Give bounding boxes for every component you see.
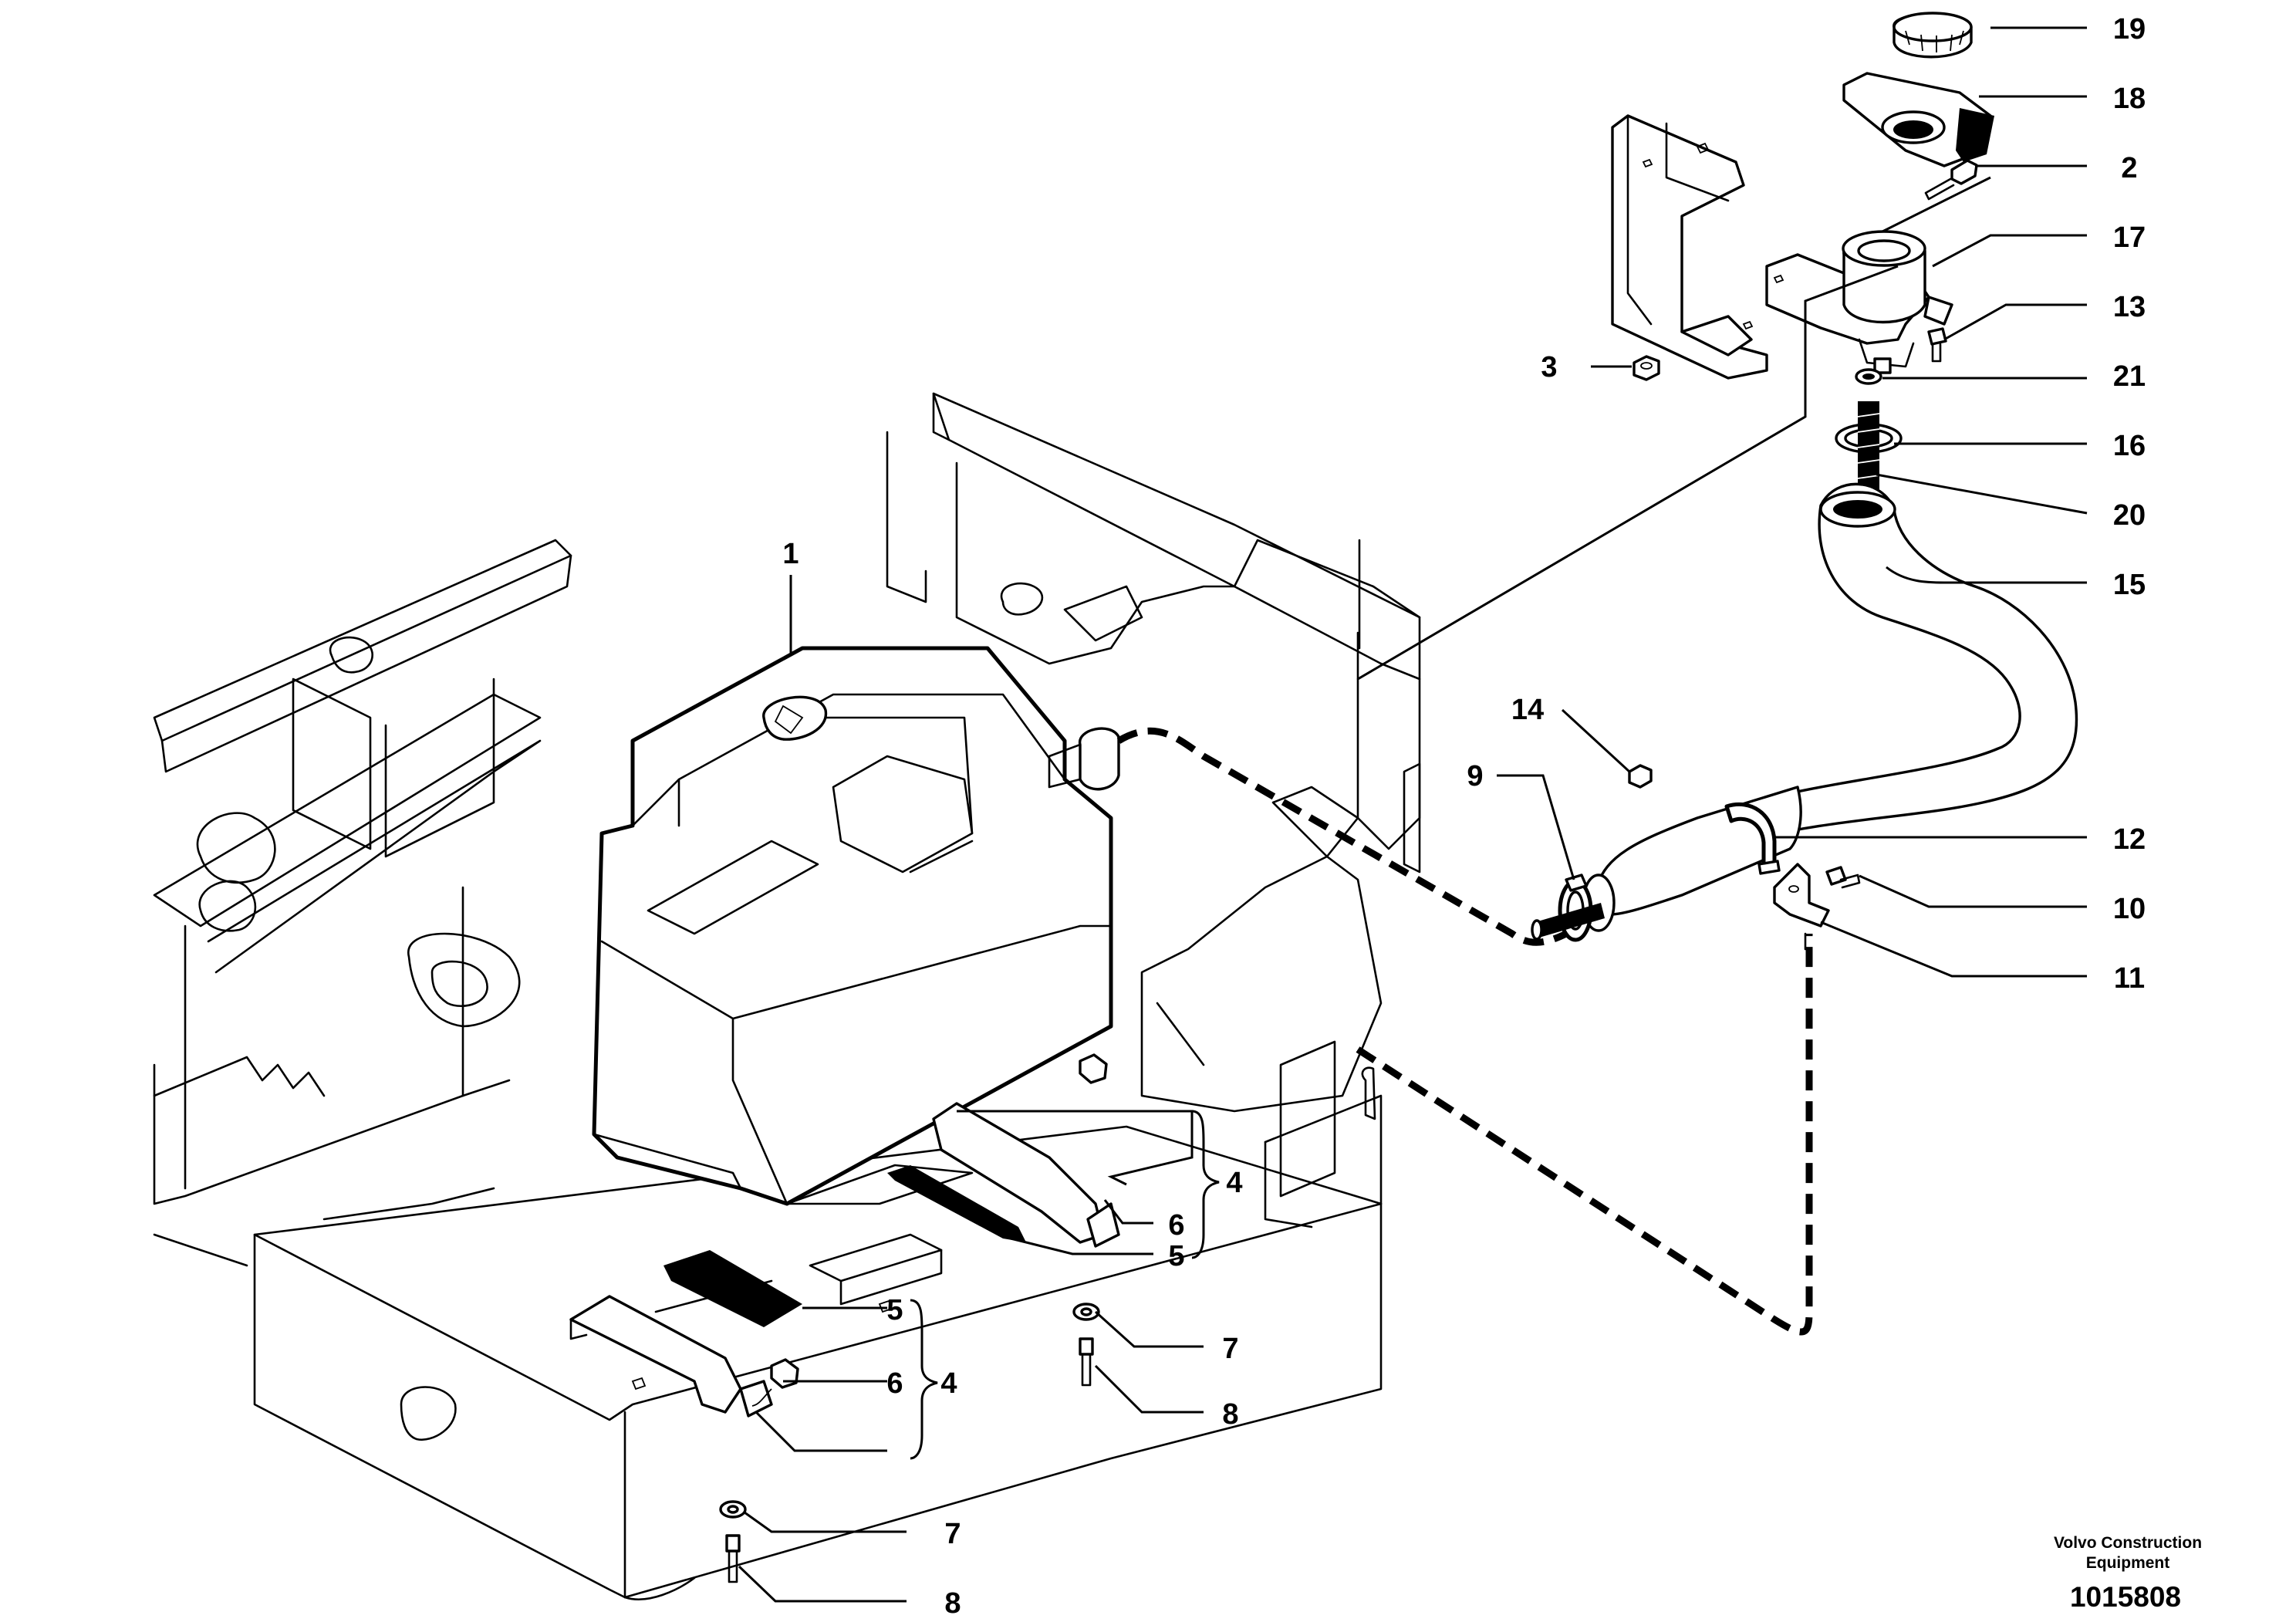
hose-bracket <box>1773 863 1830 928</box>
bolt-washer-left <box>719 1500 747 1583</box>
callout-3: 3 <box>1541 351 1557 384</box>
bolt-bracket <box>1825 866 1861 889</box>
support-frame <box>785 392 1421 1228</box>
nut <box>1633 355 1660 381</box>
brand-line-1: Volvo Construction <box>2054 1534 2202 1552</box>
callout-4-lower: 4 <box>940 1367 957 1400</box>
filler-housing <box>1765 230 1953 374</box>
drawing-number: 1015808 <box>2070 1581 2181 1613</box>
callout-17: 17 <box>2113 221 2146 254</box>
hose-clip <box>1724 802 1781 875</box>
fuel-tank <box>592 646 1120 1206</box>
callout-10: 10 <box>2113 893 2146 925</box>
strap-upper <box>932 1053 1120 1248</box>
machine-frame <box>153 539 572 1267</box>
rubber-strip-upper <box>887 1165 1026 1242</box>
callout-20: 20 <box>2113 499 2146 532</box>
callout-7-left: 7 <box>944 1518 961 1550</box>
mounting-bracket-top <box>1611 114 1768 380</box>
callout-4-upper: 4 <box>1226 1167 1242 1199</box>
brand-line-2: Equipment <box>2086 1554 2170 1572</box>
hose-nipple <box>1855 368 1882 385</box>
callout-15: 15 <box>2113 569 2146 601</box>
callout-6-lower: 6 <box>886 1367 903 1400</box>
filler-hose <box>1582 482 2078 932</box>
callout-19: 19 <box>2113 13 2146 46</box>
callout-13: 13 <box>2113 291 2146 323</box>
callout-11: 11 <box>2114 962 2145 995</box>
callout-1: 1 <box>782 538 799 570</box>
threaded-pipe <box>1857 401 1880 502</box>
callout-labels: 1 2 3 4 4 5 5 6 6 7 7 8 8 9 10 11 12 13 … <box>782 13 2146 1620</box>
leader-lines <box>738 26 2088 1603</box>
filler-cap <box>1893 12 1973 59</box>
rubber-pad-lower <box>663 1250 802 1327</box>
callout-8-left: 8 <box>944 1587 961 1620</box>
callout-18: 18 <box>2113 83 2146 115</box>
callout-9: 9 <box>1467 760 1483 792</box>
callout-5-lower: 5 <box>886 1294 903 1326</box>
nut-hose <box>1628 764 1653 789</box>
callout-21: 21 <box>2113 360 2146 393</box>
group-braces <box>910 1110 1220 1460</box>
callout-12: 12 <box>2113 823 2146 856</box>
callout-5-upper: 5 <box>1168 1240 1184 1272</box>
callout-16: 16 <box>2113 430 2146 462</box>
bolt-washer-right <box>1072 1303 1100 1387</box>
callout-8-right: 8 <box>1222 1398 1238 1431</box>
footer: Volvo Construction Equipment 1015808 <box>2054 1534 2202 1613</box>
counterweight-base <box>253 1125 1383 1600</box>
callout-14: 14 <box>1511 694 1544 726</box>
callout-6-upper: 6 <box>1168 1209 1184 1242</box>
callout-2: 2 <box>2121 152 2137 184</box>
cap-adapter-plate <box>1842 72 1994 167</box>
screw <box>1924 159 1978 201</box>
bolt-small <box>1927 327 1947 363</box>
callout-7-right: 7 <box>1222 1333 1238 1365</box>
